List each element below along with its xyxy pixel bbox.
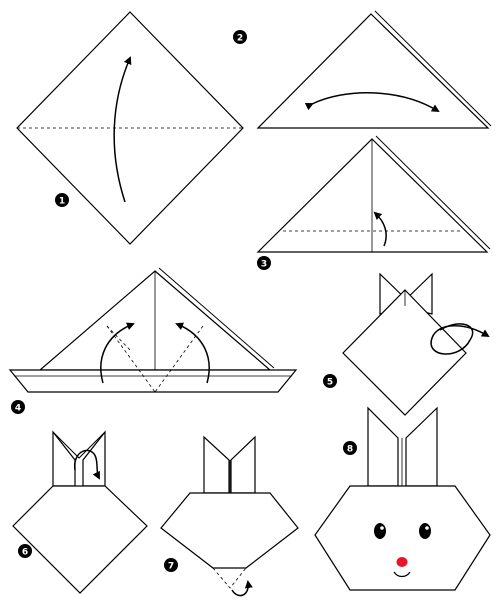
bottom-tip	[212, 567, 247, 589]
head-body	[160, 492, 299, 569]
step-1	[16, 11, 244, 245]
step-7-number: 7	[168, 562, 174, 572]
right-ear	[405, 406, 438, 487]
triangle-back-layer	[375, 135, 491, 250]
triangle-back-layer	[158, 267, 275, 369]
step-2	[256, 10, 492, 129]
diamond-body	[12, 485, 148, 594]
step-7-badge: 7	[164, 558, 178, 572]
fold-line-dashed-right	[154, 325, 204, 393]
step-2-badge: 2	[233, 30, 247, 44]
step-3	[256, 135, 491, 253]
step-1-number: 1	[59, 197, 65, 207]
fold-up-arrow	[113, 56, 132, 203]
flip-over-arrow	[430, 323, 490, 355]
nose-icon	[396, 557, 408, 567]
left-ear	[52, 430, 76, 487]
step-3-number: 3	[261, 260, 267, 270]
step-2-number: 2	[237, 34, 243, 44]
step-4-badge: 4	[11, 400, 25, 414]
left-ear	[367, 406, 399, 487]
fold-back-arrow	[74, 449, 100, 480]
step-4	[8, 267, 298, 393]
right-eye-icon	[419, 523, 431, 539]
step-8-badge: 8	[343, 441, 357, 455]
step-7	[160, 435, 299, 597]
step-8	[314, 406, 491, 591]
rabbit-face	[314, 485, 491, 591]
ear-tip-lines	[52, 431, 106, 459]
fold-line-dashed-left	[106, 325, 156, 393]
step-8-number: 8	[347, 445, 353, 455]
step-6-number: 6	[22, 548, 28, 558]
step-6-badge: 6	[18, 544, 32, 558]
left-eye-icon	[374, 523, 386, 539]
step-4-number: 4	[15, 404, 21, 414]
step-1-badge: 1	[55, 193, 69, 207]
step-5	[342, 272, 490, 416]
step-5-badge: 5	[323, 374, 337, 388]
right-fold-arrow	[175, 322, 210, 384]
left-fold-arrow	[100, 322, 135, 384]
folded-bottom-strip	[8, 369, 298, 393]
step-5-number: 5	[327, 378, 333, 388]
triangle-back-layer	[374, 10, 492, 127]
step-6	[12, 430, 148, 594]
left-ear	[203, 435, 230, 494]
fold-in-half-arrow	[304, 92, 440, 113]
triangle-paper	[256, 13, 490, 129]
right-ear	[230, 435, 256, 494]
fold-under-arrow	[231, 580, 253, 597]
step-3-badge: 3	[257, 256, 271, 270]
square-paper	[16, 11, 244, 245]
triangle-paper	[256, 138, 489, 253]
mouth-icon	[393, 571, 411, 578]
fold-up-arrow	[373, 211, 387, 247]
rabbit-face-features	[374, 523, 431, 578]
diamond-body	[342, 289, 467, 416]
right-ear	[82, 430, 106, 487]
